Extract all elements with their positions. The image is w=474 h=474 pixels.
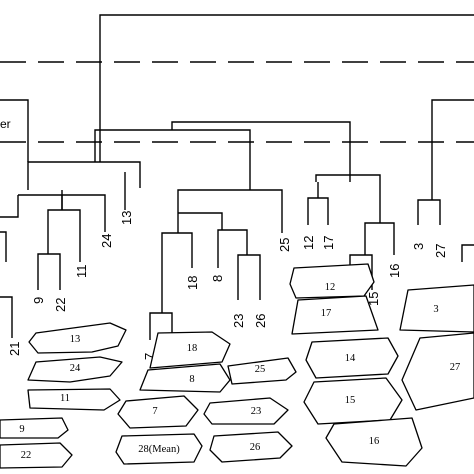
leaf-label-16: 16 xyxy=(387,264,402,278)
branch xyxy=(94,129,251,190)
outline-label-3: 3 xyxy=(433,304,438,315)
leaf-label-9: 9 xyxy=(31,297,46,304)
branch xyxy=(27,161,141,190)
outline-shape-23 xyxy=(203,397,289,425)
outline-shape-3 xyxy=(399,284,474,333)
outline-shape-16 xyxy=(325,417,423,467)
outline-label-22: 22 xyxy=(21,450,32,461)
leaf-label-13: 13 xyxy=(119,211,134,225)
shape-outlines: 13 24 11 9 22 18 8 25 7 23 28(Mean) 26 1… xyxy=(0,263,474,469)
leaf-label-7: 7 xyxy=(142,353,157,360)
outline-label-13: 13 xyxy=(70,334,81,345)
branch xyxy=(177,189,283,233)
outline-shape-24 xyxy=(27,356,123,383)
outline-label-7: 7 xyxy=(152,406,157,417)
leaf-label-21: 21 xyxy=(7,342,22,356)
branch xyxy=(417,199,441,225)
outline-shape-27 xyxy=(401,332,474,411)
outline-shape-25 xyxy=(227,357,297,385)
branch xyxy=(149,312,173,340)
leaf-label-25: 25 xyxy=(277,238,292,252)
outline-shape-22 xyxy=(0,442,73,469)
outline-label-11: 11 xyxy=(60,393,70,404)
outline-label-24: 24 xyxy=(70,363,81,374)
outline-shape-26 xyxy=(209,431,293,463)
leaf-label-8: 8 xyxy=(210,275,225,282)
branch xyxy=(161,232,193,313)
outline-label-23: 23 xyxy=(251,406,262,417)
outline-label-14: 14 xyxy=(345,353,356,364)
leaf-label-11: 11 xyxy=(74,265,89,279)
branch xyxy=(461,244,474,262)
outline-shape-8 xyxy=(139,363,231,393)
branch xyxy=(37,253,61,290)
outline-label-9: 9 xyxy=(19,424,24,435)
outline-label-27: 27 xyxy=(450,362,461,373)
leaf-label-3: 3 xyxy=(411,243,426,250)
cut-line-label: er xyxy=(0,117,11,131)
outline-shape-7 xyxy=(117,395,199,429)
outline-label-17: 17 xyxy=(321,308,332,319)
branch xyxy=(431,99,474,200)
branch xyxy=(364,222,395,255)
outline-label-25: 25 xyxy=(255,364,266,375)
branch xyxy=(178,212,223,230)
leaf-label-27: 27 xyxy=(433,244,448,258)
branch xyxy=(0,296,13,338)
branch xyxy=(171,121,351,182)
leaf-label-15: 15 xyxy=(366,292,381,306)
leaf-label-17: 17 xyxy=(321,236,336,250)
leaf-label-22: 22 xyxy=(53,298,68,312)
outline-shape-14 xyxy=(305,337,399,379)
branch xyxy=(307,197,329,225)
leaf-label-12: 12 xyxy=(301,236,316,250)
outline-label-16: 16 xyxy=(369,436,380,447)
leaf-label-26: 26 xyxy=(253,314,268,328)
leaf-label-18: 18 xyxy=(185,276,200,290)
outline-label-26: 26 xyxy=(250,442,261,453)
branch xyxy=(0,99,29,162)
leaf-label-24: 24 xyxy=(99,234,114,248)
outline-shape-11 xyxy=(27,388,121,411)
outline-label-18: 18 xyxy=(187,343,198,354)
branch xyxy=(18,194,106,232)
outline-shape-28-mean xyxy=(115,433,203,465)
outline-label-8: 8 xyxy=(189,374,194,385)
leaf-label-23: 23 xyxy=(231,314,246,328)
branch xyxy=(0,195,19,218)
branch xyxy=(315,174,381,223)
outline-shape-17 xyxy=(291,295,379,335)
outline-label-28-mean: 28(Mean) xyxy=(138,444,180,455)
branch xyxy=(237,254,261,300)
branch xyxy=(47,209,81,262)
outline-shape-18 xyxy=(149,331,231,369)
outline-shape-9 xyxy=(0,417,69,439)
outline-shape-13 xyxy=(28,322,127,354)
dendrogram-branches xyxy=(0,14,474,340)
branch xyxy=(0,231,7,262)
outline-label-15: 15 xyxy=(345,395,356,406)
branch xyxy=(99,14,474,162)
branch xyxy=(217,229,248,268)
outline-label-12: 12 xyxy=(325,282,336,293)
